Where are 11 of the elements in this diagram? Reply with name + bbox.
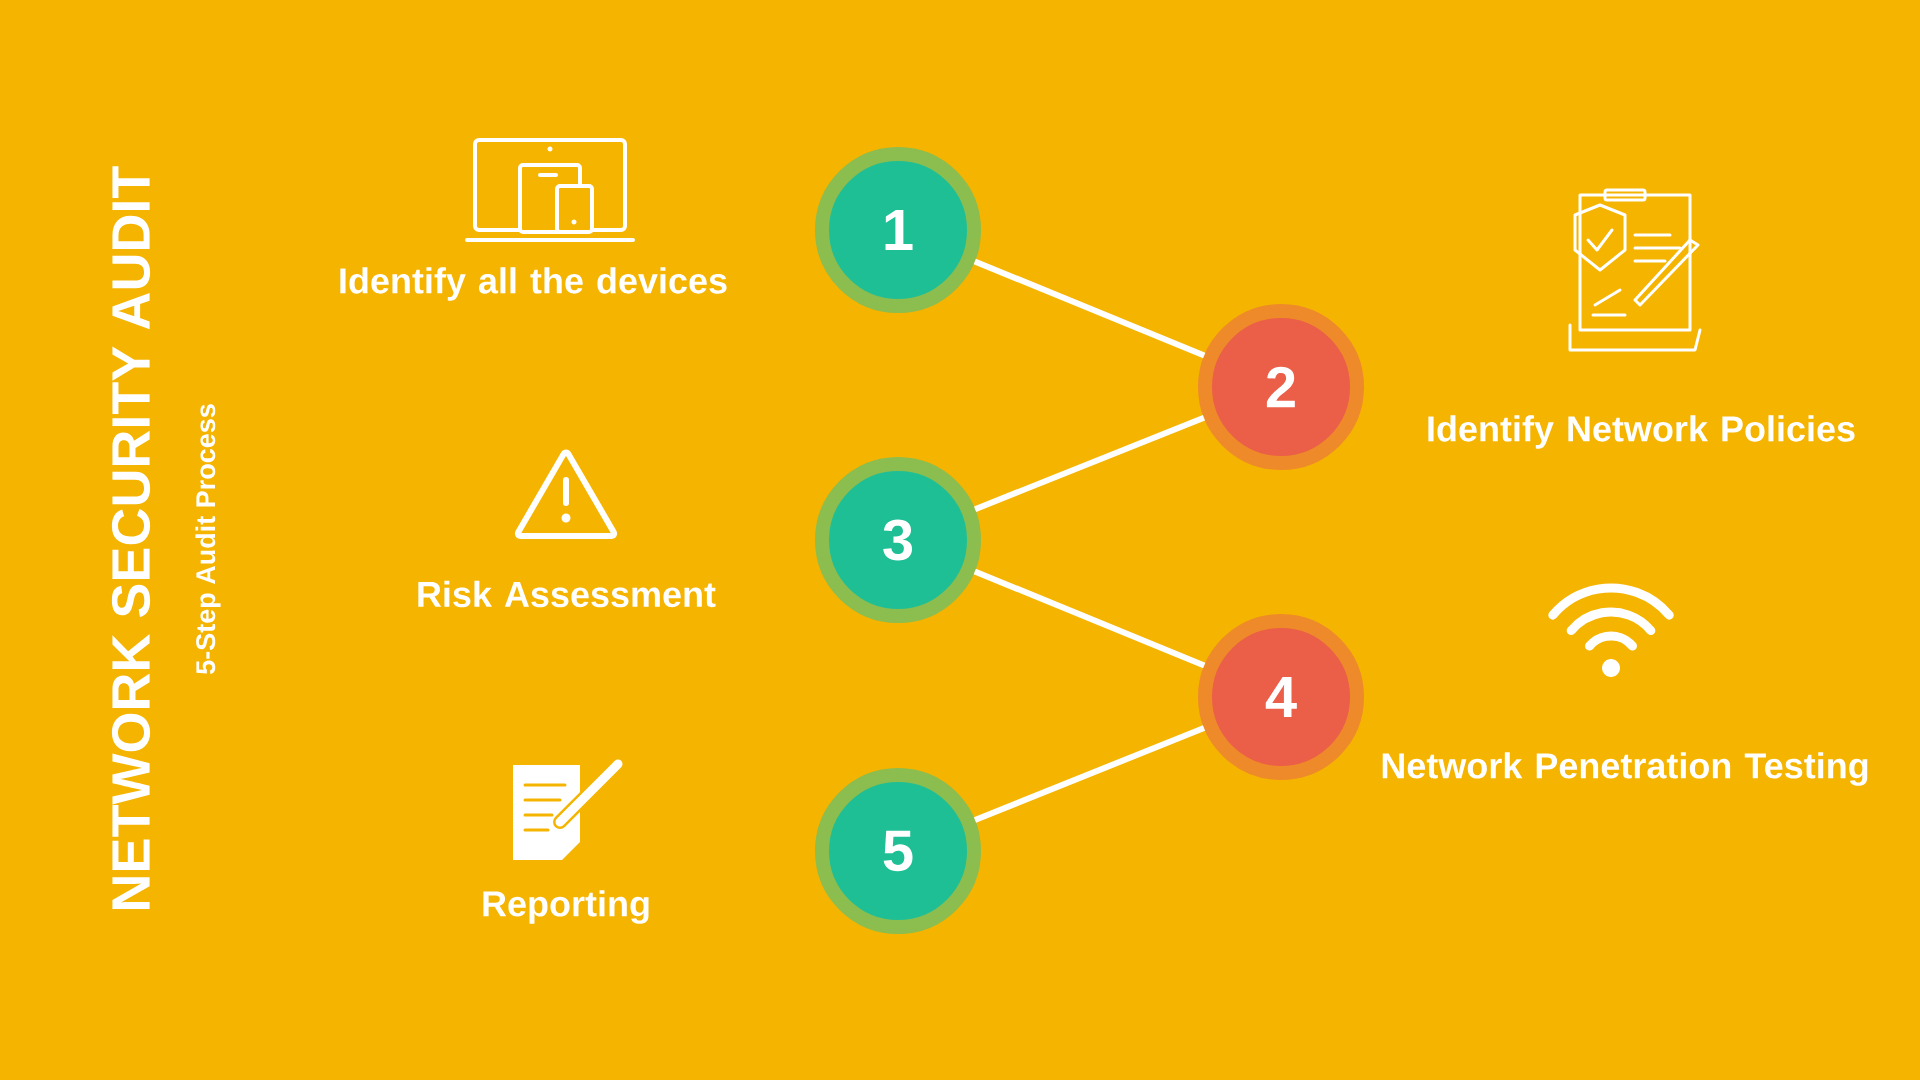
step-label: Reporting xyxy=(483,890,649,924)
step-label: Identify all the devices xyxy=(340,267,727,301)
subtitle: 5-Step Audit Process xyxy=(195,404,221,674)
step-label: Identify Network Policies xyxy=(1428,415,1855,449)
connector-line xyxy=(973,258,1206,359)
connector-line xyxy=(973,415,1206,512)
step-label: Network Penetration Testing xyxy=(1382,752,1868,786)
connector-line xyxy=(973,725,1206,823)
connector-line xyxy=(973,568,1206,669)
step-label: Risk Assessment xyxy=(418,580,716,608)
title: NETWORK SECURITY AUDIT xyxy=(111,166,151,909)
